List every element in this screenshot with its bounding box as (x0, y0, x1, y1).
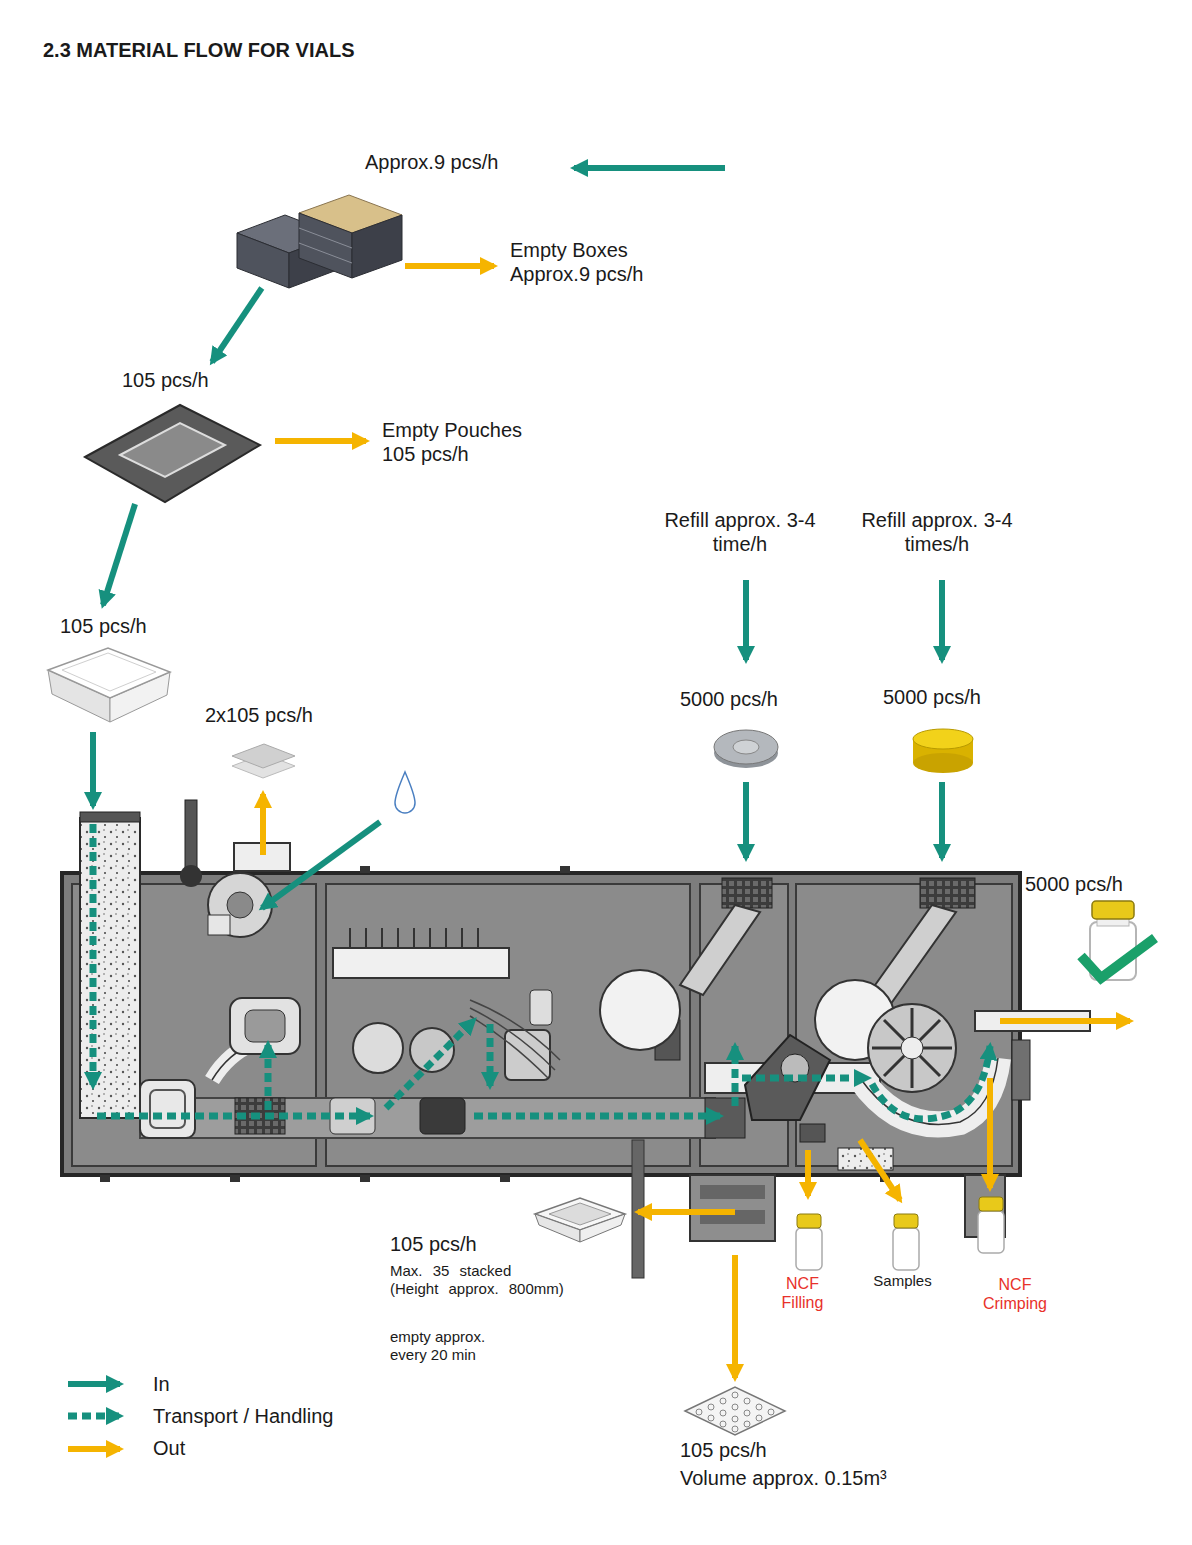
legend-text: Transport / Handling (153, 1404, 333, 1428)
title-text: 2.3 MATERIAL FLOW FOR VIALS (43, 38, 354, 62)
smallvial-icon (975, 1195, 1007, 1255)
stopper-icon (712, 725, 780, 770)
pouch-icon (85, 405, 260, 502)
node-text: NCF Filling (770, 1274, 835, 1312)
node-text: 5000 pcs/h (883, 685, 981, 709)
note-label: Refill approx. 3-4 time/h (660, 508, 820, 556)
node-text: 105 pcs/h (390, 1232, 477, 1256)
item-node: NCF Crimping (965, 1193, 1068, 1318)
node-text: Samples (865, 1272, 940, 1290)
node-text: 105 pcs/h (60, 614, 147, 638)
node-text: 105 pcs/h (680, 1438, 767, 1462)
node-text: Volume approx. 0.15m³ (680, 1466, 887, 1490)
cap-icon (910, 727, 976, 775)
flow-arrow (103, 504, 135, 605)
item-node: 5000 pcs/h (675, 683, 795, 773)
item-node: 105 pcs/h (85, 362, 265, 504)
node-text: empty approx. every 20 min (390, 1328, 500, 1364)
node-text: 5000 pcs/h (1025, 872, 1123, 896)
smallvial-icon (890, 1212, 922, 1272)
item-node: 105 pcs/hMax. 35 stacked (Height approx.… (385, 1195, 630, 1370)
item-node: Samples (865, 1208, 943, 1298)
item-node: 105 pcs/h (45, 605, 175, 725)
nest-icon (685, 1385, 785, 1437)
item-node: 2x105 pcs/h (200, 700, 330, 785)
legend-text: In (153, 1372, 170, 1396)
node-text: 2x105 pcs/h (205, 703, 313, 727)
legend-sample (68, 1381, 120, 1387)
node-text: 5000 pcs/h (680, 687, 778, 711)
item-node: 5000 pcs/h (878, 681, 998, 777)
node-text: NCF Crimping (965, 1275, 1065, 1313)
legend-text: Out (153, 1436, 185, 1460)
note-label: Empty Boxes Approx.9 pcs/h (510, 238, 670, 286)
item-node: NCF Filling (770, 1208, 838, 1318)
note-label: Empty Pouches 105 pcs/h (382, 418, 547, 466)
note-label: Refill approx. 3-4 times/h (857, 508, 1017, 556)
item-node: Approx.9 pcs/h (235, 148, 503, 288)
emptytub-icon (535, 1198, 625, 1243)
node-text: 105 pcs/h (122, 368, 209, 392)
boxes-icon (237, 193, 402, 288)
finalvial-icon (1075, 898, 1160, 993)
item-node: 105 pcs/hVolume approx. 0.15m³ (675, 1382, 945, 1502)
legend-sample (68, 1413, 120, 1420)
node-text: Max. 35 stacked (Height approx. 800mm) (390, 1262, 566, 1298)
flow-arrow (212, 288, 262, 362)
smallvial-icon (793, 1212, 825, 1272)
item-node: 5000 pcs/h (1020, 868, 1170, 993)
tyvek-icon (232, 742, 295, 780)
legend-sample (68, 1446, 120, 1452)
node-text: Approx.9 pcs/h (365, 150, 498, 174)
tub-icon (48, 648, 170, 722)
